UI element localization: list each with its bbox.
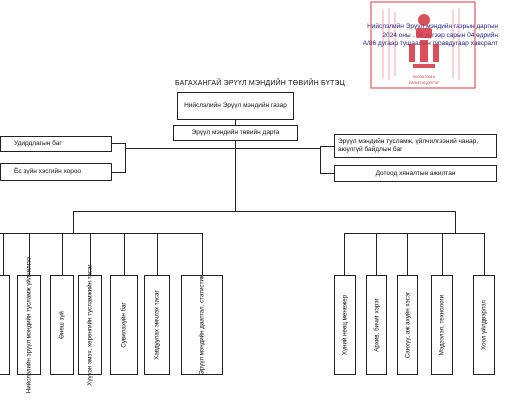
drop-right-3 [407,233,408,275]
connector-left-vertical [125,143,126,173]
dept-box-left-2: Өнөш зүй [50,275,74,375]
drop-right-2 [376,233,377,275]
connector-left-to-mgmt [112,143,126,144]
dept-label-left-6: Эрүүл мэндийн даатгал, статистик [198,275,206,375]
approval-line-3: А/86 дугаар тушаалын гуравдугаар хавсрал… [362,40,498,47]
connector-right-subbus [344,233,485,234]
dept-box-left-6: Эрүүл мэндийн даатгал, статистик [181,275,223,375]
director-label: Эрүүл мэндийн төвийн дарга [191,129,280,136]
connector-bus-right-drop [455,211,456,233]
dept-label-left-5: Хавдуулах эмчлэх тасаг [153,290,161,360]
dept-label-left-1: Нийслэлийн эрүүл мэндийн тусламж үйлчилг… [25,256,33,394]
dept-label-right-3: Санхүү, аж ахуйн хэсэг [404,291,411,359]
dept-box-left-4: Сувилахуйн баг [110,275,138,375]
drop-left-2 [62,233,63,275]
dept-label-right-4: Мэдээлэл, технологи [438,294,446,356]
dept-label-left-4: Сувилахуйн баг [120,302,128,348]
connector-right-to-audit [320,173,334,174]
management-team-box: Удирдлагын баг [0,136,112,152]
connector-top [235,120,236,125]
internal-audit-box: Дотоод хяналтын ажилтан [334,165,497,182]
connector-bus-left-drop [73,211,74,233]
connector-right-horizontal [235,148,320,149]
drop-left-3 [90,233,91,275]
dept-box-left-5: Хавдуулах эмчлэх тасаг [144,275,170,375]
dept-box-right-3: Санхүү, аж ахуйн хэсэг [397,275,418,375]
drop-right-5 [484,233,485,275]
dept-label-left-2: Өнөш зүй [58,311,66,339]
connector-left-horizontal [125,148,235,149]
dept-box-left-3: Хүүхэн эмэх, хөрөнгийн тусламжийн тасаг [78,264,102,386]
dept-box-right-4: Мэдээлэл, технологи [431,275,453,375]
dept-box-right-1: Хүний нөөц менежер [334,275,356,375]
dept-label-right-5: Хоол үйлдвэрлэл [480,300,488,350]
connector-right-vertical [320,146,321,174]
dept-label-right-1: Хүний нөөц менежер [341,294,349,356]
ethics-committee-label: Ёс зүйн хэсгийн хороо [14,168,82,175]
drop-left-1 [29,233,30,275]
dept-box-partial [0,275,10,375]
dept-label-left-3: Хүүхэн эмэх, хөрөнгийн тусламжийн тасаг [86,264,94,386]
connector-left-subbus [0,233,202,234]
internal-audit-label: Дотоод хяналтын ажилтан [375,169,456,177]
management-team-label: Удирдлагын баг [14,140,62,147]
dept-box-right-2: Архив, бичиг хэрэг [366,275,387,375]
connector-left-to-ethics [112,172,126,173]
city-health-dept-box: Нийслэлийн Эрүүл мэндийн газар [177,92,294,120]
connector-bus [73,211,456,212]
connector-spine [235,141,236,211]
page-title: БАГАХАНГАЙ ЭРҮҮЛ МЭНДИЙН ТӨВИЙН БҮТЭЦ [175,80,346,87]
drop-right-1 [344,233,345,275]
approval-line-2: 2024 оны . 09 дүгээр сарын 04 өдрийн [382,31,498,39]
drop-right-4 [442,233,443,275]
connector-right-to-quality [320,146,334,147]
director-box: Эрүүл мэндийн төвийн дарга [173,125,298,141]
quality-team-box: Эрүүл мэндийн тусламж, үйлчилгээний чана… [334,134,497,158]
stamp-register: 9003570810 [413,74,436,79]
drop-left-4 [124,233,125,275]
dept-box-right-5: Хоол үйлдвэрлэл [473,275,495,375]
drop-left-6 [202,233,203,275]
dept-label-right-2: Архив, бичиг хэрэг [373,298,380,352]
official-stamp: 9003570810 БАЯНГОЛ ДҮҮРЭГ [370,1,476,89]
city-health-dept-label: Нийслэлийн Эрүүл мэндийн газар [184,102,287,109]
approval-note: Нийслэлийн Эрүүл мэндийн газрын даргын 2… [300,23,498,49]
approval-line-1: Нийслэлийн Эрүүл мэндийн газрын даргын [367,23,498,30]
ethics-committee-box: Ёс зүйн хэсгийн хороо [0,163,112,181]
dept-box-left-1: Нийслэлийн эрүүл мэндийн тусламж үйлчилг… [17,257,41,393]
stamp-bottom: БАЯНГОЛ ДҮҮРЭГ [409,81,439,85]
drop-partial [3,233,4,275]
drop-left-5 [157,233,158,275]
quality-team-label: Эрүүл мэндийн тусламж, үйлчилгээний чана… [338,138,479,153]
